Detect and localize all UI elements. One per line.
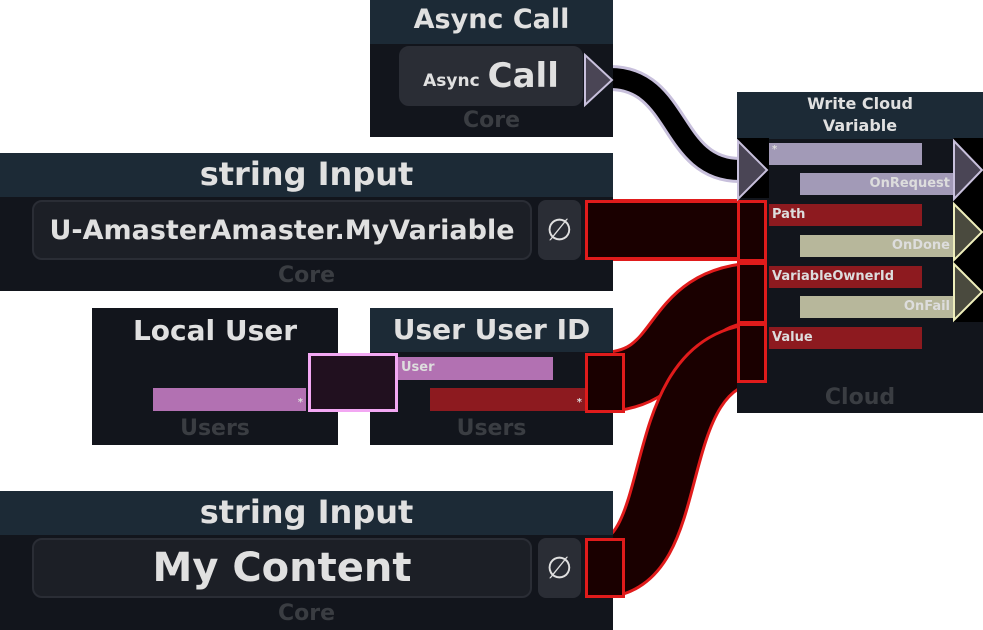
string-value-field[interactable]: U-AmasterAmaster.MyVariable [32, 200, 532, 260]
string-output-connector[interactable] [585, 538, 625, 598]
node-category: Users [180, 416, 250, 441]
node-category: Users [456, 416, 527, 441]
button-large-label: Call [487, 56, 559, 96]
string-input-node-1[interactable]: string Input U-AmasterAmaster.MyVariable… [0, 153, 613, 291]
user-id-output-connector[interactable] [585, 353, 625, 413]
string-input-node-2[interactable]: string Input My Content ∅ Core [0, 491, 613, 630]
null-button[interactable]: ∅ [538, 200, 581, 260]
user-wire-connector[interactable] [308, 353, 398, 412]
path-input-connector[interactable] [737, 200, 767, 262]
local-user-node[interactable]: Local User * Users [92, 308, 338, 445]
impulse-input-bar: * [769, 143, 922, 165]
user-input-bar: User [398, 357, 553, 380]
on-fail-bar: OnFail [800, 296, 953, 318]
on-request-bar: OnRequest [800, 173, 953, 195]
owner-wire-core [598, 264, 767, 410]
button-small-label: Async [423, 71, 480, 91]
node-title: User User ID [370, 308, 613, 352]
node-category: Core [277, 263, 336, 288]
impulse-wire-core [609, 68, 741, 180]
owner-id-input-bar: VariableOwnerId [769, 266, 922, 288]
node-title: Write Cloud Variable [737, 92, 983, 139]
node-title: string Input [0, 491, 613, 535]
node-title: Local User [92, 308, 338, 352]
node-title: string Input [0, 153, 613, 197]
owner-id-input-connector[interactable] [737, 262, 767, 324]
value-input-connector[interactable] [737, 323, 767, 383]
user-output-bar: * [153, 388, 306, 411]
null-button[interactable]: ∅ [538, 538, 581, 598]
path-input-bar: Path [769, 204, 922, 226]
value-wire-core [596, 325, 768, 596]
title-line-1: Write Cloud [807, 94, 913, 113]
async-call-node[interactable]: Async Call Async Call Core [370, 0, 613, 137]
write-cloud-variable-node[interactable]: Write Cloud Variable * OnRequest Path On… [737, 92, 983, 413]
user-user-id-node[interactable]: User User ID User * Users [370, 308, 613, 445]
string-value-field[interactable]: My Content [32, 538, 532, 598]
id-output-bar: * [430, 388, 585, 411]
on-done-bar: OnDone [800, 235, 953, 257]
node-title: Async Call [370, 0, 613, 44]
node-category: Core [277, 601, 336, 626]
async-call-button[interactable]: Async Call [399, 46, 583, 106]
node-category: Cloud [824, 385, 896, 410]
value-input-bar: Value [769, 327, 922, 349]
title-line-2: Variable [822, 116, 898, 135]
node-category: Core [462, 108, 521, 133]
